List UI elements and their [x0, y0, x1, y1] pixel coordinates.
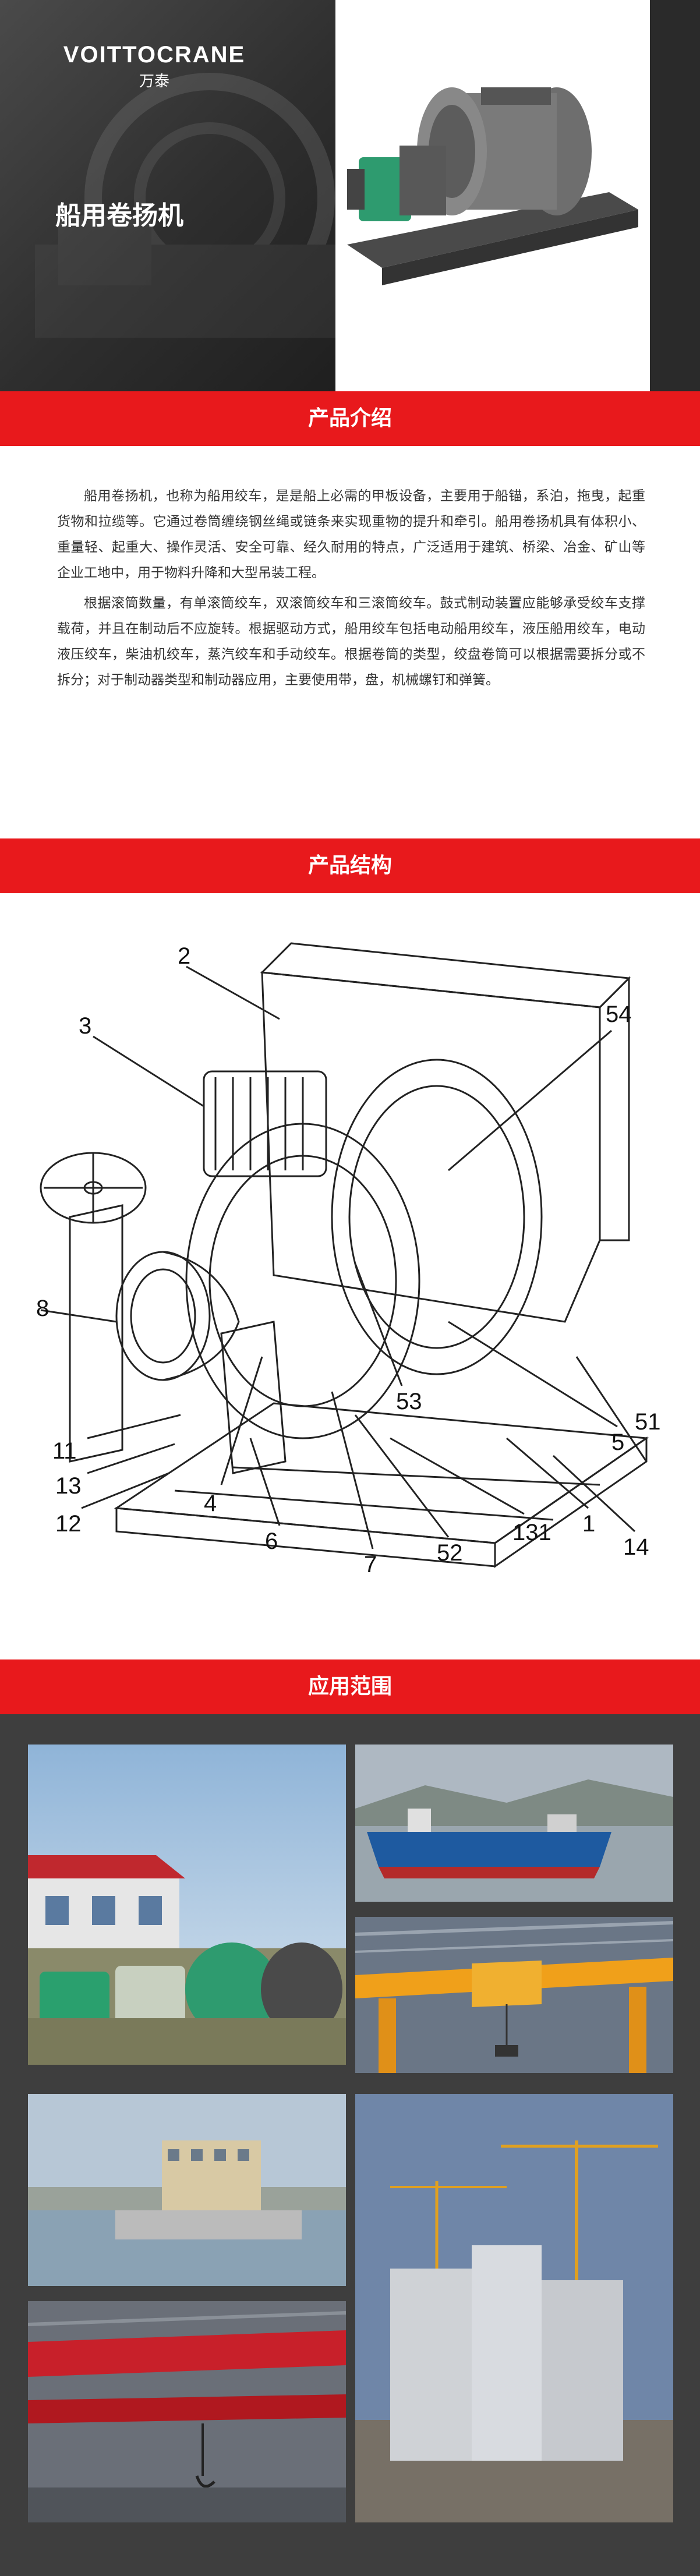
application-photo-construction-site: [355, 2094, 673, 2522]
callout-131: 131: [512, 1520, 551, 1545]
section-header-application: 应用范围: [0, 1659, 700, 1714]
section-header-intro: 产品介绍: [0, 391, 700, 446]
callout-6: 6: [265, 1528, 278, 1554]
hero-banner: VOITTOCRANE 万泰 船用卷扬机: [0, 0, 700, 391]
application-photo-overhead-crane: [355, 1917, 673, 2073]
hero-right-edge: [650, 0, 700, 391]
intro-paragraph-2: 根据滚筒数量，有单滚筒绞车，双滚筒绞车和三滚筒绞车。鼓式制动装置应能够承受绞车支…: [57, 596, 645, 688]
callout-51: 51: [635, 1409, 661, 1435]
callout-52: 52: [437, 1540, 463, 1566]
callout-1: 1: [582, 1511, 595, 1537]
hero-product-photo: [335, 0, 650, 391]
winch-product-image: [335, 0, 650, 391]
application-photo-winch-site: [28, 1745, 346, 2065]
brand-logo: VOITTOCRANE 万泰: [55, 42, 253, 91]
application-photo-workshop-crane: [28, 2301, 346, 2522]
hero-background: [0, 0, 361, 391]
product-intro-text: 船用卷扬机，也称为船用绞车，是是船上必需的甲板设备，主要用于船锚，系泊，拖曳，起…: [57, 483, 645, 698]
callout-11: 11: [52, 1438, 77, 1464]
callout-5: 5: [611, 1429, 624, 1455]
callout-54: 54: [606, 1002, 632, 1027]
product-structure-diagram: 2 3 54 8 53 5 51 11 13 12 4 6 7 52 131 1…: [36, 942, 661, 1577]
callout-13: 13: [55, 1473, 82, 1499]
callout-12: 12: [55, 1511, 82, 1537]
callout-8: 8: [36, 1296, 49, 1321]
brand-logo-main: VOITTOCRANE: [63, 42, 246, 68]
callout-4: 4: [204, 1491, 217, 1516]
callout-53: 53: [396, 1389, 422, 1414]
brand-logo-sub: 万泰: [139, 73, 169, 90]
callout-2: 2: [178, 943, 190, 969]
application-photo-ship: [355, 1745, 673, 1902]
callout-7: 7: [364, 1552, 377, 1577]
page-title: 船用卷扬机: [55, 201, 183, 231]
section-header-structure: 产品结构: [0, 838, 700, 893]
hero-background-winch-image: [35, 73, 361, 338]
application-photo-sluice-gate: [28, 2094, 346, 2286]
callout-14: 14: [623, 1534, 649, 1560]
intro-paragraph-1: 船用卷扬机，也称为船用绞车，是是船上必需的甲板设备，主要用于船锚，系泊，拖曳，起…: [57, 489, 645, 581]
callout-3: 3: [79, 1013, 91, 1039]
